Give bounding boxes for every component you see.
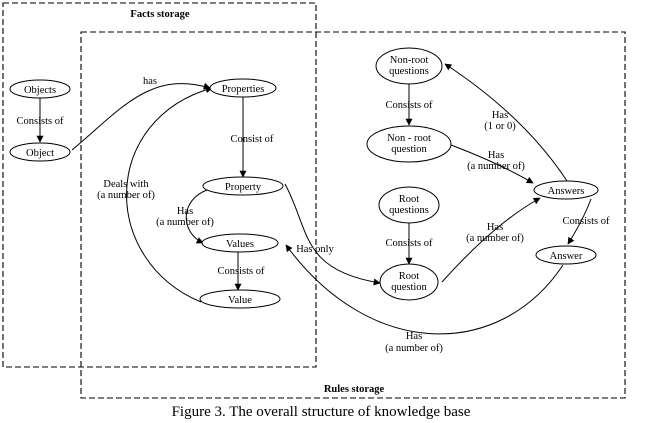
node-object: Object — [9, 142, 71, 162]
edge-property-values — [185, 189, 208, 244]
label-properties-property: Consist of — [231, 134, 274, 145]
edge-answers-nonroot-questions — [444, 63, 568, 182]
svg-text:Answer: Answer — [550, 251, 583, 262]
label-value-properties: Deals with(a number of) — [97, 179, 155, 201]
edge-labels: Consists of has Consist of Has(a number … — [17, 76, 610, 354]
node-values: Values — [201, 233, 279, 253]
edge-root-question-answers — [441, 197, 541, 283]
node-answer: Answer — [535, 245, 597, 265]
label-nonroot-question-answers: Has(a number of) — [467, 150, 525, 172]
label-values-value: Consists of — [218, 266, 265, 277]
node-value: Value — [199, 289, 281, 309]
node-answers: Answers — [533, 180, 599, 200]
label-property-root-question: Has only — [296, 244, 334, 255]
node-property: Property — [202, 176, 284, 196]
label-property-values: Has(a number of) — [156, 206, 214, 228]
edge-answers-answer — [567, 198, 592, 245]
edge-answer-values — [285, 244, 564, 335]
svg-text:Properties: Properties — [222, 84, 265, 95]
rules-storage-region: Rules storage — [80, 31, 626, 399]
figure-caption: Figure 3. The overall structure of knowl… — [172, 404, 471, 420]
label-objects-object: Consists of — [17, 116, 64, 127]
svg-text:Value: Value — [228, 295, 252, 306]
node-objects: Objects — [9, 79, 71, 99]
node-properties: Properties — [209, 78, 277, 98]
facts-storage-region: Facts storage — [2, 2, 317, 368]
edge-object-properties — [71, 82, 211, 151]
label-root-question-answers: Has(a number of) — [466, 222, 524, 244]
facts-storage-label: Facts storage — [130, 9, 190, 20]
svg-text:Object: Object — [26, 148, 54, 159]
svg-text:Values: Values — [226, 239, 254, 250]
rules-storage-label: Rules storage — [324, 384, 385, 395]
edge-property-root-question — [284, 183, 381, 286]
label-answer-values: Has(a number of) — [385, 331, 443, 354]
label-object-properties: has — [143, 76, 157, 87]
svg-text:Property: Property — [225, 182, 262, 193]
edge-nonroot-question-answers — [450, 144, 534, 184]
label-answers-answer: Consists of — [563, 216, 610, 227]
edges — [36, 63, 592, 335]
label-answers-nonroot-questions: Has(1 or 0) — [484, 110, 516, 132]
label-root-questions-question: Consists of — [386, 238, 433, 249]
edge-value-properties — [126, 86, 213, 303]
svg-text:Answers: Answers — [548, 186, 585, 197]
svg-text:Objects: Objects — [24, 85, 56, 96]
label-nonroot-questions-question: Consists of — [386, 100, 433, 111]
